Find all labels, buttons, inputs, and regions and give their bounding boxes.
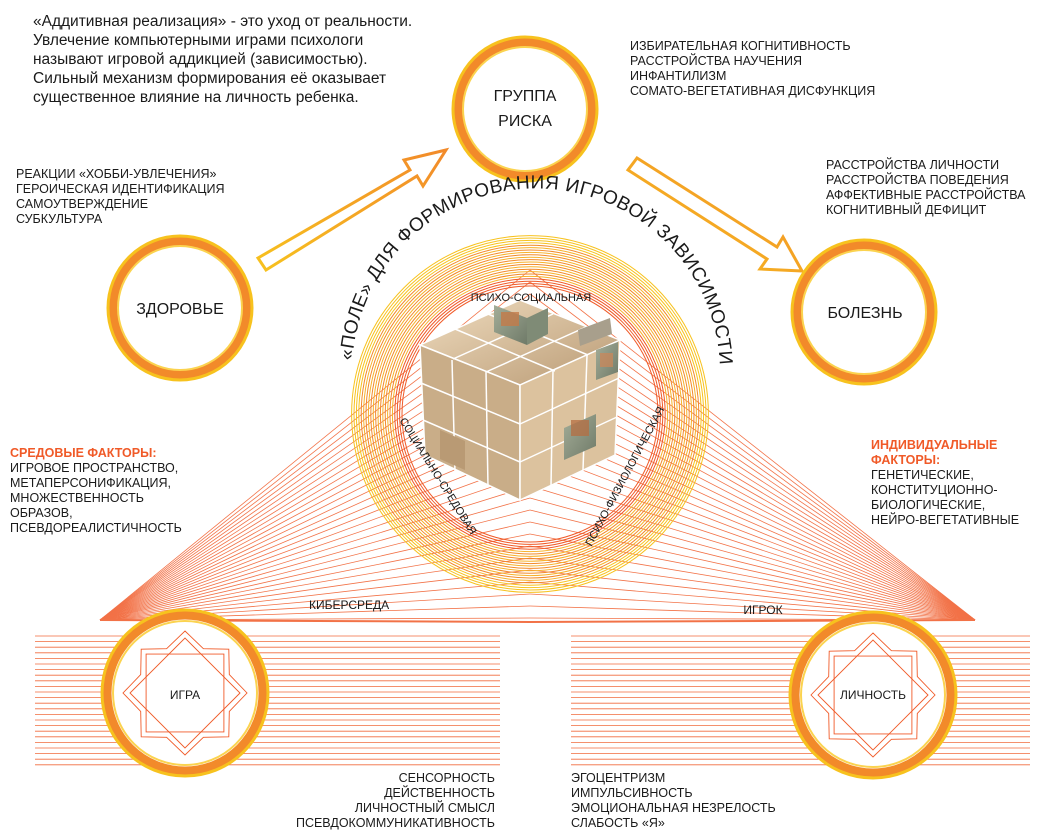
field-ring [370, 254, 690, 574]
field-ring [363, 247, 697, 581]
environment-factors: СРЕДОВЫЕ ФАКТОРЫ: ИГРОВОЕ ПРОСТРАНСТВО, … [10, 446, 182, 535]
illness-circle [792, 240, 936, 384]
star-outline [122, 630, 248, 756]
square-outline [833, 655, 913, 735]
field-ring [358, 242, 702, 586]
ray [529, 461, 976, 621]
field-ring [391, 275, 669, 553]
ray [99, 485, 531, 621]
cube-illustration [418, 299, 622, 502]
health-list: РЕАКЦИИ «ХОББИ-УВЛЕЧЕНИЯ» ГЕРОИЧЕСКАЯ ИД… [16, 167, 225, 226]
square-outline [129, 637, 241, 749]
personality-qualities-list: ЭГОЦЕНТРИЗМ ИМПУЛЬСИВНОСТЬ ЭМОЦИОНАЛЬНАЯ… [571, 771, 776, 830]
field-ring [372, 256, 688, 572]
field-ring [399, 283, 661, 545]
health-label: ЗДОРОВЬЕ [136, 301, 224, 318]
ray [99, 521, 531, 621]
field-ring [377, 261, 683, 567]
field-ring [379, 263, 681, 565]
risk-label: ГРУППА РИСКА [493, 88, 557, 130]
label-psycho-social: ПСИХО-СОЦИАЛЬНАЯ [471, 292, 592, 304]
individual-factors: ИНДИВИДУАЛЬНЫЕ ФАКТОРЫ: ГЕНЕТИЧЕСКИЕ, КО… [871, 438, 1020, 527]
intro-text: «Аддитивная реализация» - это уход от ре… [33, 13, 413, 106]
field-ring [401, 285, 659, 543]
ray [529, 569, 976, 621]
field-ring [394, 278, 666, 550]
arrow-risk-to-illness [625, 155, 805, 273]
field-ring [353, 237, 707, 591]
star-outline [810, 632, 936, 758]
game-label: ИГРА [169, 688, 201, 702]
field-ring [365, 249, 695, 579]
field-ring [387, 271, 673, 557]
ray [529, 449, 976, 621]
game-qualities-list: СЕНСОРНОСТЬ ДЕЙСТВЕННОСТЬ ЛИЧНОСТНЫЙ СМЫ… [295, 771, 495, 830]
ray [99, 497, 531, 621]
individual-factors-heading: ИНДИВИДУАЛЬНЫЕ [871, 438, 998, 452]
field-ring [389, 273, 671, 555]
environment-factors-heading: СРЕДОВЫЕ ФАКТОРЫ: [10, 446, 157, 460]
ray [529, 545, 976, 621]
ray [529, 473, 976, 621]
ray [99, 473, 531, 621]
square-outline [145, 653, 225, 733]
cyber-environment-label: КИБЕРСРЕДА [309, 598, 389, 612]
ray [529, 485, 976, 621]
arrow-health-to-risk [255, 147, 450, 273]
ray [529, 581, 976, 621]
risk-list: ИЗБИРАТЕЛЬНАЯ КОГНИТИВНОСТЬ РАССТРОЙСТВА… [630, 39, 876, 98]
game-circle [100, 608, 270, 778]
field-ring [384, 268, 676, 560]
square-outline [817, 639, 929, 751]
illness-list: РАССТРОЙСТВА ЛИЧНОСТИ РАССТРОЙСТВА ПОВЕД… [826, 158, 1026, 217]
field-ring [396, 280, 664, 548]
ray [99, 461, 531, 621]
ray [99, 449, 531, 621]
field-ring [367, 251, 693, 577]
risk-circle [453, 37, 597, 181]
ray [529, 437, 976, 621]
ray [529, 533, 976, 621]
field-ring [360, 244, 700, 584]
illness-label: БОЛЕЗНЬ [827, 305, 903, 322]
health-circle [108, 236, 252, 380]
field-ring [355, 239, 705, 589]
player-label: ИГРОК [743, 603, 782, 617]
personality-label: ЛИЧНОСТЬ [840, 688, 906, 702]
field-ring [382, 266, 678, 562]
ray [529, 509, 976, 621]
personality-circle [788, 610, 958, 780]
field-ring [375, 259, 685, 569]
field-ring [351, 235, 709, 593]
field-circle [351, 235, 709, 593]
